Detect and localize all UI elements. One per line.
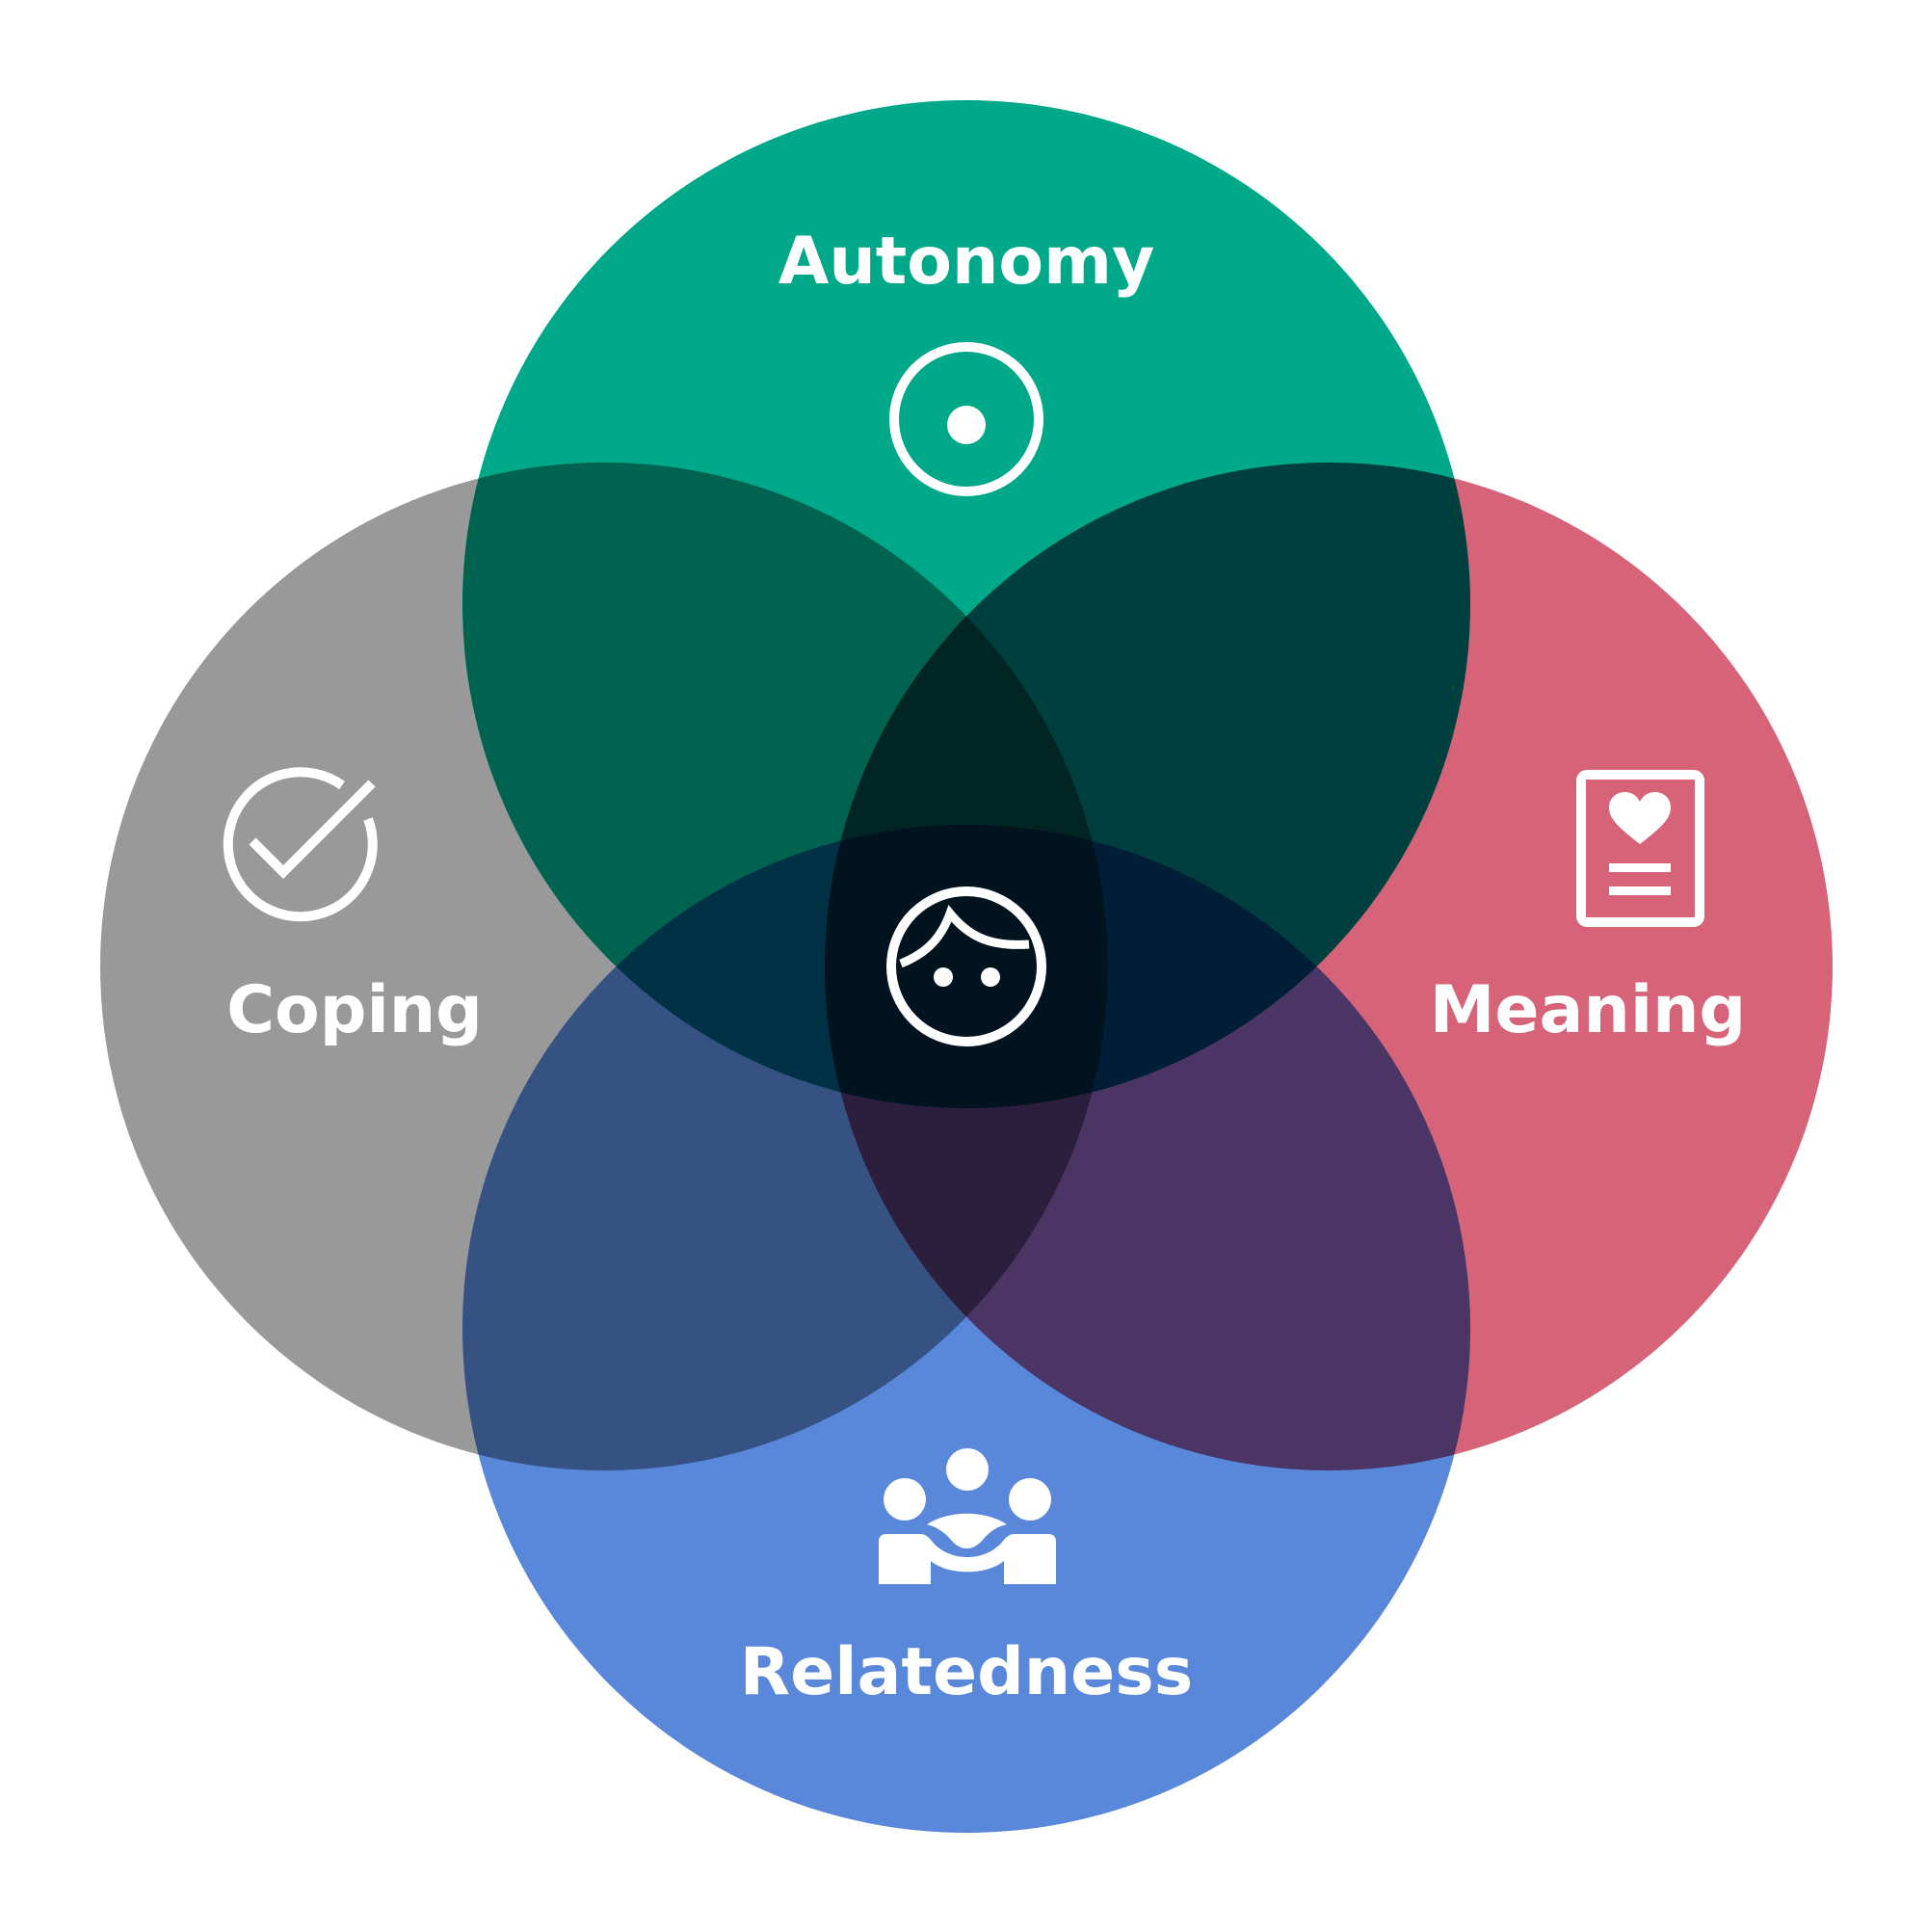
label-relatedness: Relatedness [740, 1634, 1193, 1710]
label-coping: Coping [226, 972, 483, 1048]
group-icon [879, 1448, 1056, 1584]
label-meaning: Meaning [1430, 972, 1746, 1048]
label-autonomy: Autonomy [779, 224, 1155, 300]
face-icon [886, 887, 1046, 1046]
document-heart-icon [1576, 770, 1704, 927]
target-icon [889, 342, 1043, 496]
check-circle-icon [223, 767, 378, 922]
